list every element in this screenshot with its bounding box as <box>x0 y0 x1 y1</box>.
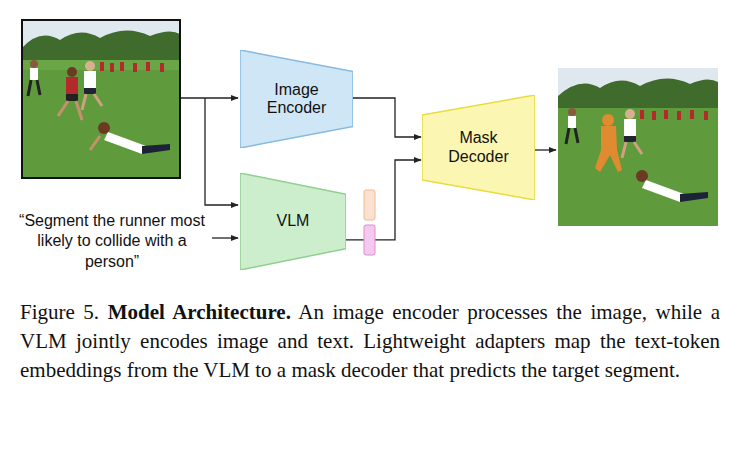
runner-figure <box>622 109 642 158</box>
image-wire <box>205 98 238 205</box>
fallen-player <box>636 170 708 202</box>
node-label: Mask Decoder <box>442 129 516 166</box>
text-wire <box>212 237 238 238</box>
image-encoder: Image Encoder <box>240 50 353 148</box>
prompt-text: “Segment the runner most likely to colli… <box>16 211 208 272</box>
trapezoid-shape <box>422 95 535 200</box>
figure-caption: Figure 5. Model Architecture. An image e… <box>20 298 720 385</box>
runner-figure <box>28 60 40 96</box>
node-label: Image Encoder <box>260 81 334 118</box>
photo-border <box>22 20 180 178</box>
mask-decoder: Mask Decoder <box>422 95 535 200</box>
image-wire <box>181 97 238 98</box>
runner-figure <box>566 108 578 144</box>
fallen-player <box>90 122 170 154</box>
node-text-wrap: Image Encoder <box>240 50 353 148</box>
runner-figure <box>58 67 82 120</box>
adapter-token <box>364 225 375 255</box>
input-photo <box>22 20 180 178</box>
connector-arrow <box>346 160 421 240</box>
segment-mask <box>595 114 622 172</box>
connector-arrow <box>353 98 421 137</box>
runner-figure <box>82 61 102 110</box>
adapter-token <box>364 190 375 220</box>
trapezoid-shape <box>240 173 346 270</box>
node-text-wrap: Mask Decoder <box>422 95 535 200</box>
trapezoid-shape <box>240 50 353 148</box>
output-photo <box>558 68 718 226</box>
node-label: VLM <box>277 212 310 230</box>
vlm-encoder: VLM <box>240 173 346 270</box>
node-text-wrap: VLM <box>240 173 346 270</box>
